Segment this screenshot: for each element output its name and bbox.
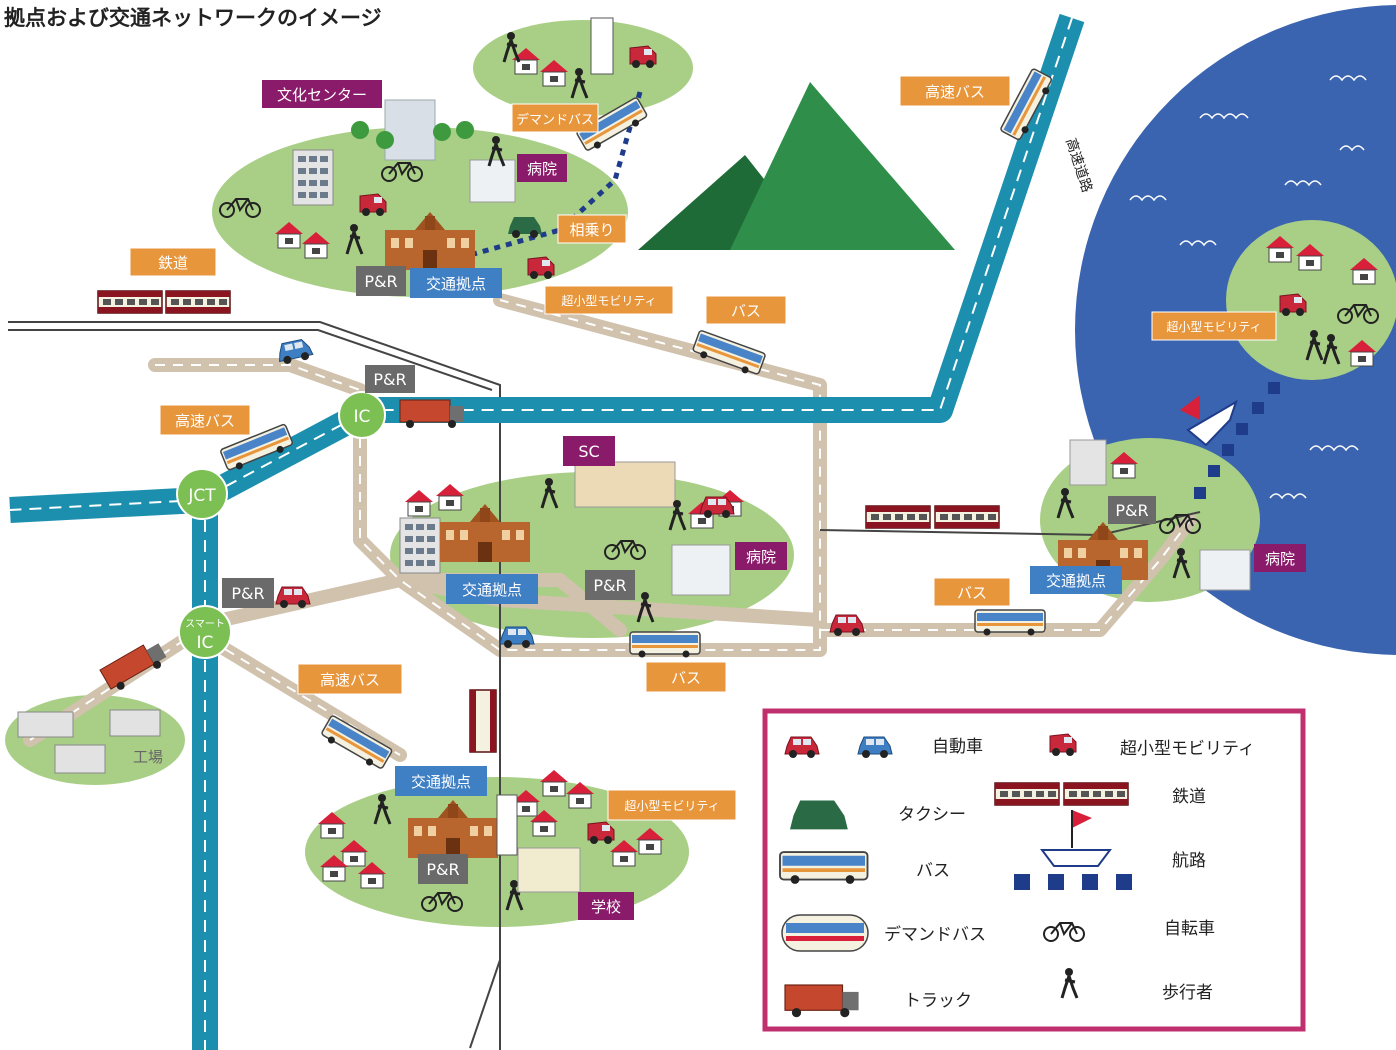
legend-taxi-icon — [790, 800, 848, 830]
hospital-north-building — [469, 159, 516, 203]
label-hub-center: 交通拠点 — [462, 581, 522, 599]
page-title: 拠点および交通ネットワークのイメージ — [4, 6, 382, 30]
legend-sea-route-label: 航路 — [1172, 851, 1206, 871]
shopping-center-building — [574, 461, 676, 508]
sea-route — [1194, 382, 1280, 499]
culture-center-building — [384, 99, 436, 161]
legend-sea-route-icon — [1014, 874, 1132, 890]
legend-bus-icon — [779, 851, 869, 885]
label-railway: 鉄道 — [158, 254, 188, 272]
jct-label: JCT — [187, 486, 216, 506]
hospital-center-building — [671, 544, 731, 596]
label-highway-bus-sw: 高速バス — [320, 671, 380, 689]
label-factory: 工場 — [133, 748, 163, 766]
label-bus-north: バス — [731, 302, 761, 320]
house-icon — [539, 769, 569, 797]
label-micro-south: 超小型モビリティ — [624, 798, 719, 813]
house-icon — [404, 489, 434, 517]
truck-icon — [99, 637, 170, 695]
bus-center-icon — [629, 631, 701, 659]
label-demand-bus: デマンドバス — [516, 112, 594, 128]
smart-ic-node — [178, 605, 232, 659]
apartment-north — [292, 149, 334, 206]
legend-taxi-label: タクシー — [898, 805, 966, 825]
taxi-icon — [508, 217, 542, 238]
label-micro-north: 超小型モビリティ — [561, 293, 656, 308]
label-hospital-north: 病院 — [527, 160, 557, 178]
legend: 自動車 超小型モビリティ タクシー 鉄道 バス 航路 デマンドバス 自転車 — [762, 708, 1306, 1032]
legend-bus-label: バス — [916, 861, 950, 881]
label-micro-island: 超小型モビリティ — [1166, 319, 1261, 334]
ic-label: IC — [354, 407, 371, 427]
bus-stop-icon — [590, 17, 614, 75]
legend-railway-label: 鉄道 — [1172, 787, 1206, 807]
label-highway-bus-w: 高速バス — [175, 412, 235, 430]
legend-demand-bus-label: デマンドバス — [884, 924, 986, 945]
train-icon — [97, 290, 163, 314]
mountain-large — [730, 82, 955, 250]
bus-east-icon — [974, 609, 1046, 637]
train-icon — [934, 505, 1000, 529]
district-hill — [473, 20, 693, 116]
smart-ic-label-bottom: IC — [197, 633, 214, 653]
train-icon — [865, 505, 931, 529]
apartment-east — [1069, 439, 1107, 486]
legend-pedestrian-label: 歩行者 — [1162, 983, 1213, 1003]
factory-buildings — [17, 709, 161, 774]
label-hub-north: 交通拠点 — [426, 275, 486, 293]
label-bus-center: バス — [671, 669, 701, 687]
label-pr-east: P&R — [1115, 501, 1148, 520]
legend-train-icon — [1063, 782, 1129, 806]
label-hospital-center: 病院 — [746, 548, 776, 566]
legend-demand-bus-icon — [781, 914, 869, 952]
label-school: 学校 — [591, 898, 621, 916]
legend-train-icon — [994, 782, 1060, 806]
label-hub-east: 交通拠点 — [1046, 572, 1106, 590]
bus-stop-icon — [496, 794, 518, 856]
bus-north-icon — [690, 329, 767, 379]
label-sc: SC — [578, 442, 599, 461]
label-hub-south: 交通拠点 — [411, 773, 471, 791]
apartment-center — [399, 517, 441, 574]
trees-north — [351, 121, 474, 149]
label-pr-center: P&R — [593, 576, 626, 595]
legend-car-label: 自動車 — [932, 737, 983, 757]
label-pr-smart: P&R — [231, 584, 264, 603]
label-bunka-center: 文化センター — [277, 86, 367, 104]
sea-waves — [1129, 75, 1367, 500]
label-hospital-east: 病院 — [1265, 550, 1295, 568]
school-building — [517, 847, 581, 893]
ic-node — [338, 391, 386, 439]
label-expressway: 高速道路 — [1062, 136, 1095, 195]
house-icon — [435, 483, 465, 511]
jct-node — [176, 468, 228, 520]
legend-bicycle-label: 自転車 — [1164, 919, 1215, 939]
legend-truck-label: トラック — [904, 991, 972, 1011]
legend-ferry-icon — [1040, 810, 1112, 867]
label-pr-ic: P&R — [373, 370, 406, 389]
label-pr-south: P&R — [426, 860, 459, 879]
legend-micro-label: 超小型モビリティ — [1120, 739, 1255, 759]
label-ainori: 相乗り — [569, 221, 614, 239]
label-pr-north: P&R — [364, 272, 397, 291]
ferry — [1180, 395, 1238, 447]
smart-ic-label-top: スマート — [185, 619, 225, 630]
hospital-east-building — [1199, 549, 1251, 591]
label-highway-bus-ne: 高速バス — [925, 83, 985, 101]
train-icon — [165, 290, 231, 314]
map-labels: 文化センター デマンドバス 病院 相乗り P&R 交通拠点 超小型モビリティ 鉄… — [129, 75, 1306, 920]
vertical-train-icon — [469, 689, 497, 753]
label-bus-east: バス — [957, 584, 987, 602]
